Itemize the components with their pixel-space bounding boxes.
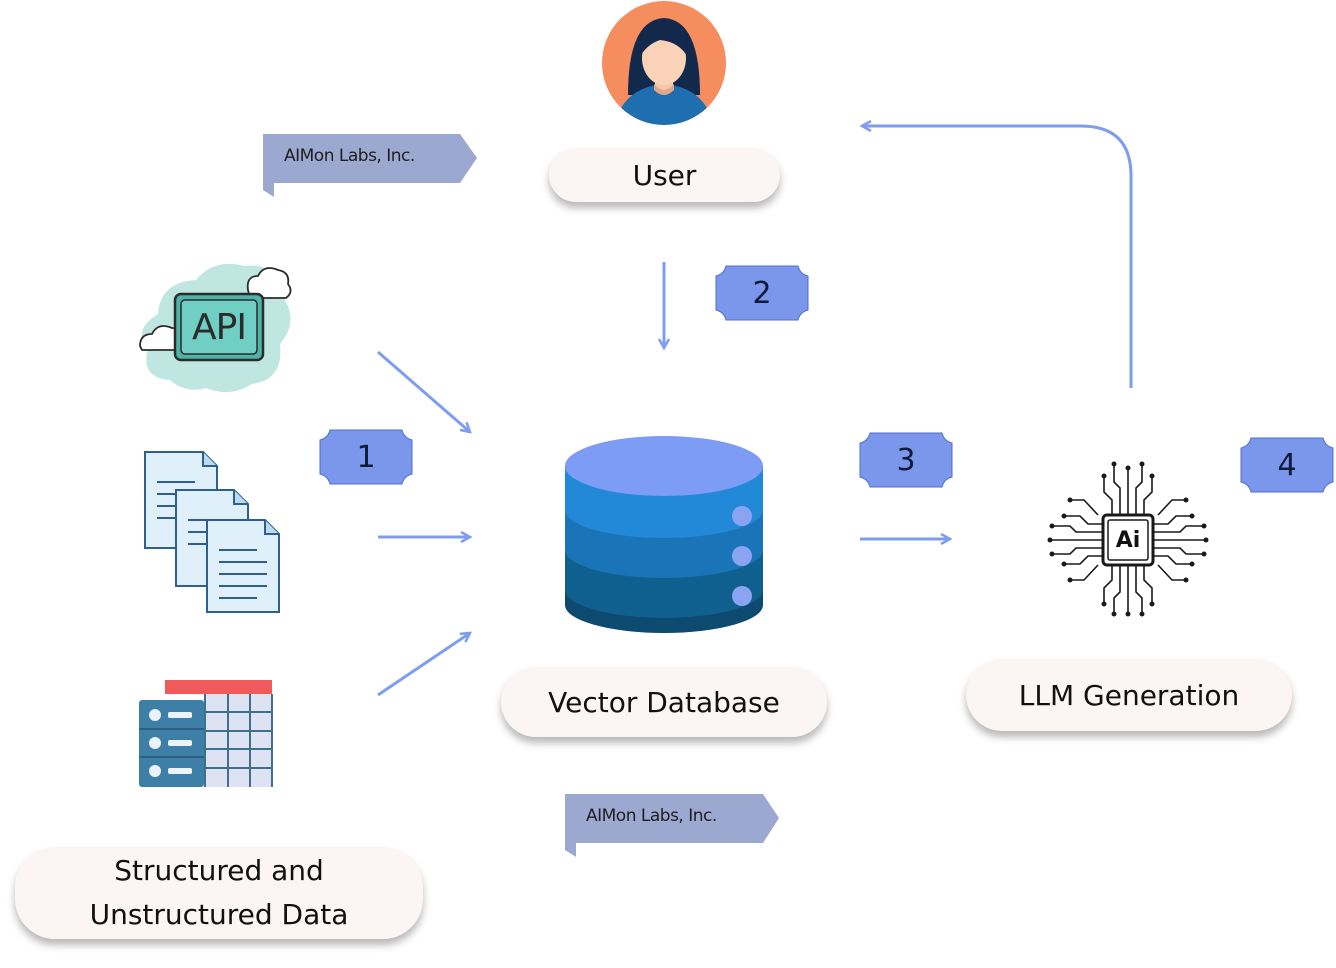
user-node: User (549, 148, 780, 202)
step-number-1: 1 (356, 439, 376, 475)
vector-database-node: Vector Database (501, 667, 827, 737)
watermark-text-bottom: AIMon Labs, Inc. (586, 806, 717, 826)
llm-generation-label: LLM Generation (1018, 678, 1240, 712)
step-number-3: 3 (896, 442, 916, 478)
api-cloud-icon (139, 263, 292, 393)
step-badge-4 (1240, 437, 1334, 493)
user-avatar-icon (602, 1, 726, 125)
ai-chip-icon (1047, 461, 1209, 617)
data-sources-label-line2: Unstructured Data (89, 898, 349, 931)
step-number-4: 4 (1277, 447, 1297, 483)
watermark-ribbon-top (263, 134, 477, 197)
documents-icon (144, 451, 280, 613)
ai-chip-label: Ai (1115, 527, 1141, 553)
arrow-api-to-db (377, 350, 470, 432)
user-label: User (632, 158, 697, 192)
arrow-table-to-db (377, 633, 470, 697)
data-sources-node: Structured and Unstructured Data (15, 847, 423, 939)
watermark-text-top: AIMon Labs, Inc. (284, 146, 415, 166)
vector-database-icon (565, 436, 763, 633)
step-badge-1 (319, 429, 413, 485)
step-badge-3 (859, 432, 953, 488)
arrow-llm-to-user (862, 126, 1133, 388)
data-sources-label-line1: Structured and (114, 854, 324, 887)
api-icon-label: API (192, 306, 247, 348)
vector-database-label: Vector Database (548, 685, 780, 719)
flow-arrows (377, 126, 1133, 697)
llm-generation-node: LLM Generation (966, 659, 1292, 731)
structured-table-icon (139, 680, 273, 787)
step-badge-2 (715, 265, 809, 321)
watermark-ribbon-bottom (565, 794, 779, 857)
step-number-2: 2 (752, 275, 772, 311)
